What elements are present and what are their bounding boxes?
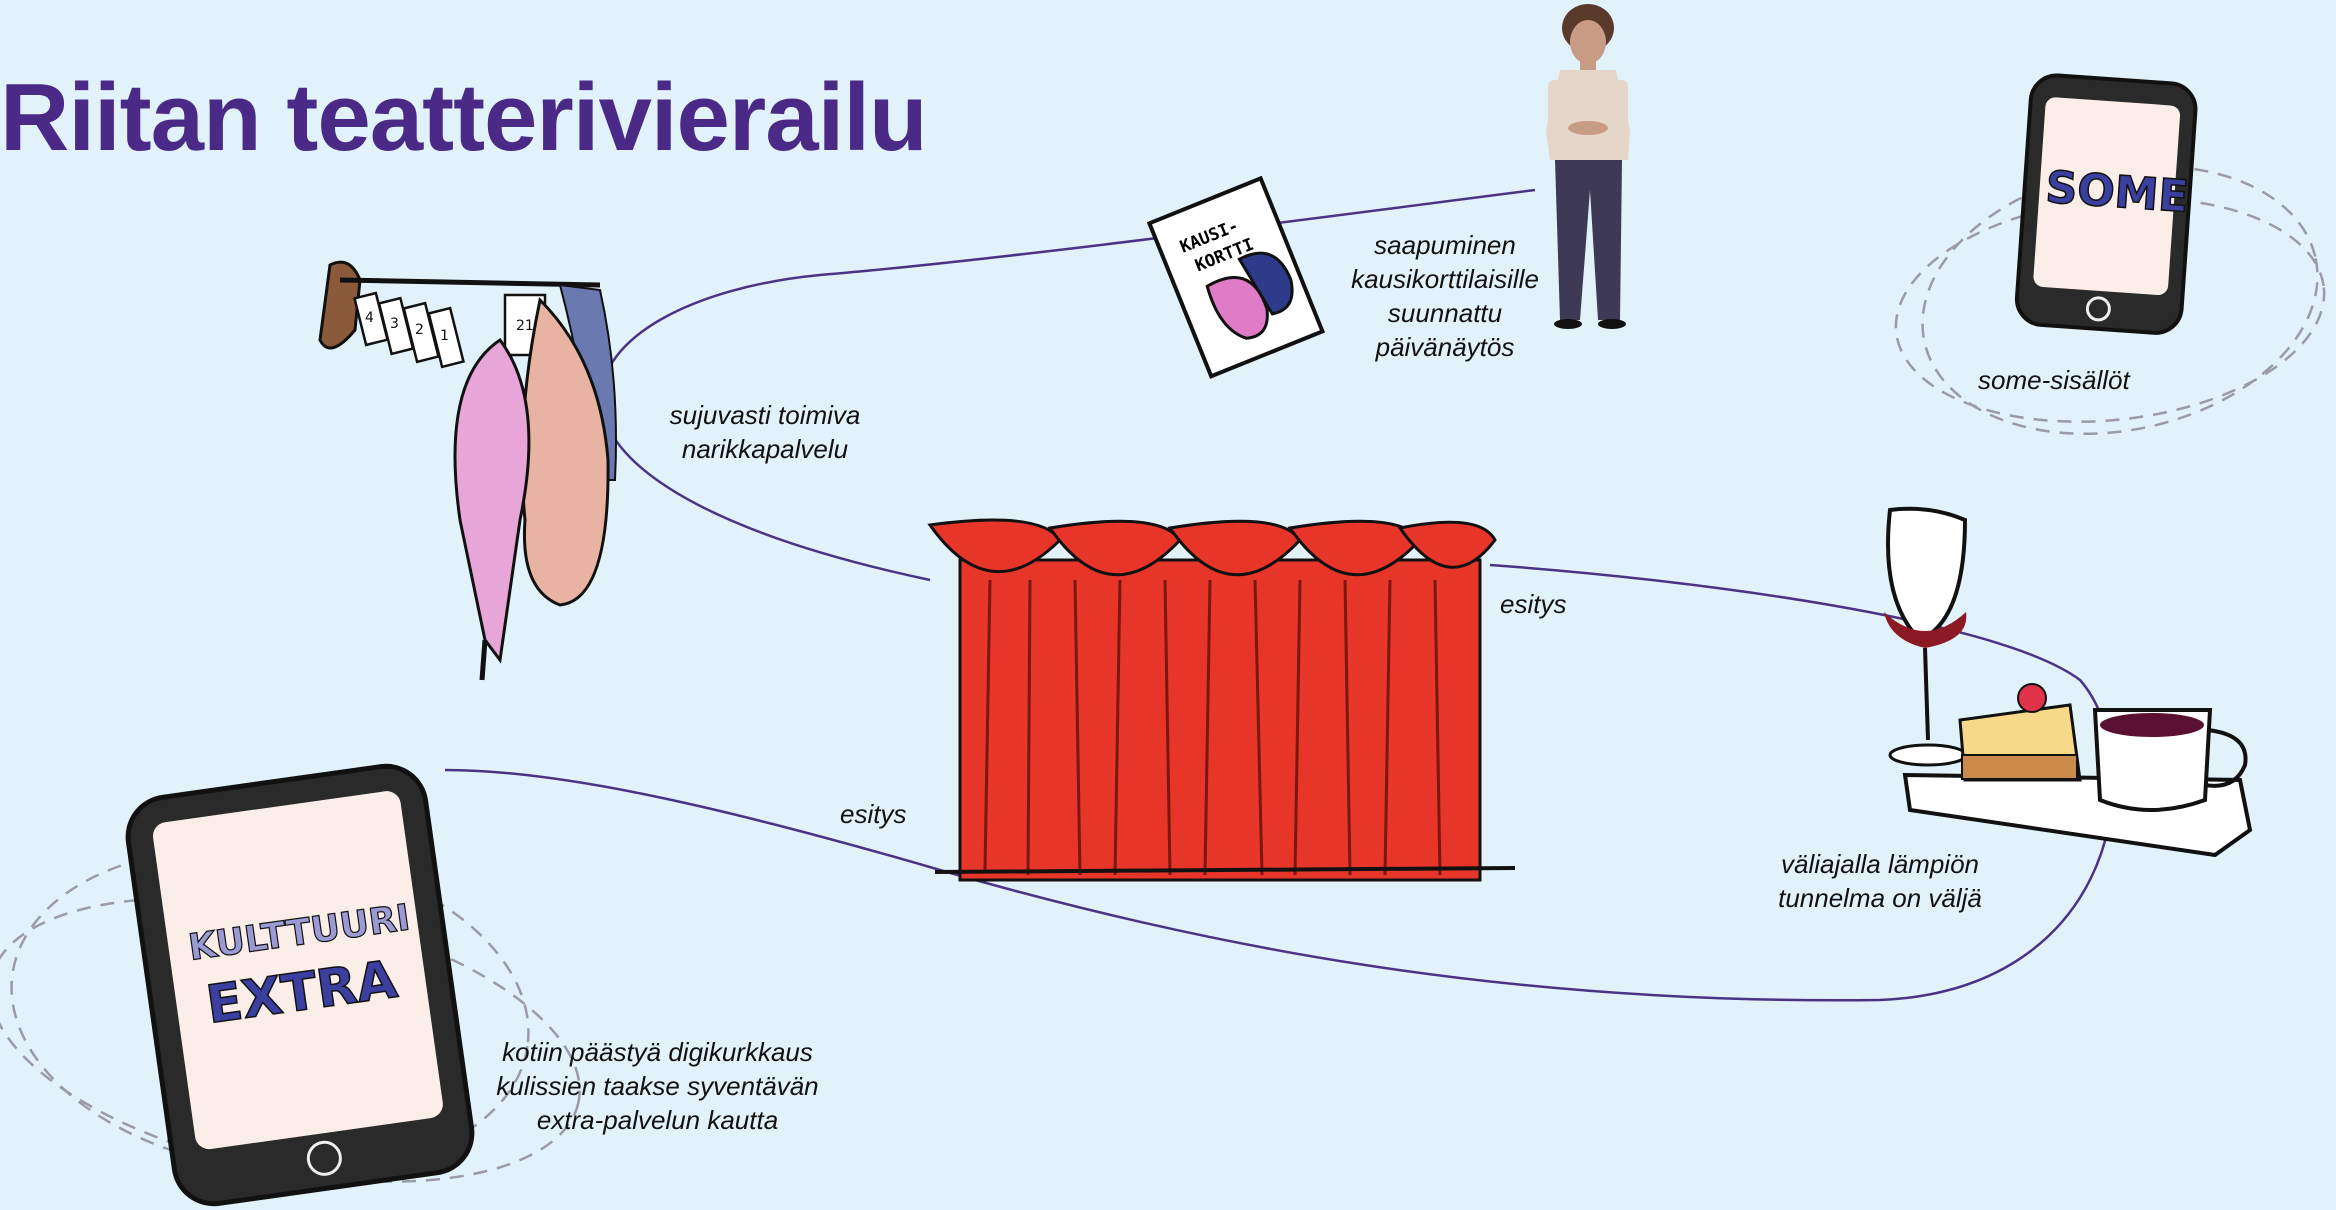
performance-label-2: esitys [840,797,906,831]
performance-label-1: esitys [1500,587,1566,621]
arrival-label: saapuminen kausikorttilaisille suunnattu… [1325,228,1565,364]
some-content-label: some-sisällöt [1978,363,2130,397]
season-card-icon: KAUSI- KORTTI [1149,178,1322,376]
intermission-label: väliajalla lämpiön tunnelma on väljä [1760,847,2000,915]
svg-text:SOME: SOME [2044,162,2190,223]
svg-text:2: 2 [415,322,424,338]
coat-rack-icon: 4 3 2 1 21 [320,262,616,680]
svg-text:21: 21 [516,318,534,334]
svg-text:1: 1 [440,328,449,344]
extra-service-label: kotiin päästyä digikurkkaus kulissien ta… [470,1035,845,1137]
cloakroom-label: sujuvasti toimiva narikkapalvelu [640,398,890,466]
tablet-extra-icon: KULTTUURI EXTRA [123,761,477,1209]
intermission-refreshments-icon [1884,509,2250,855]
phone-some-icon: SOME [2015,74,2197,335]
svg-text:3: 3 [390,316,399,332]
stage-curtain-icon [930,520,1515,880]
svg-text:4: 4 [365,310,374,326]
